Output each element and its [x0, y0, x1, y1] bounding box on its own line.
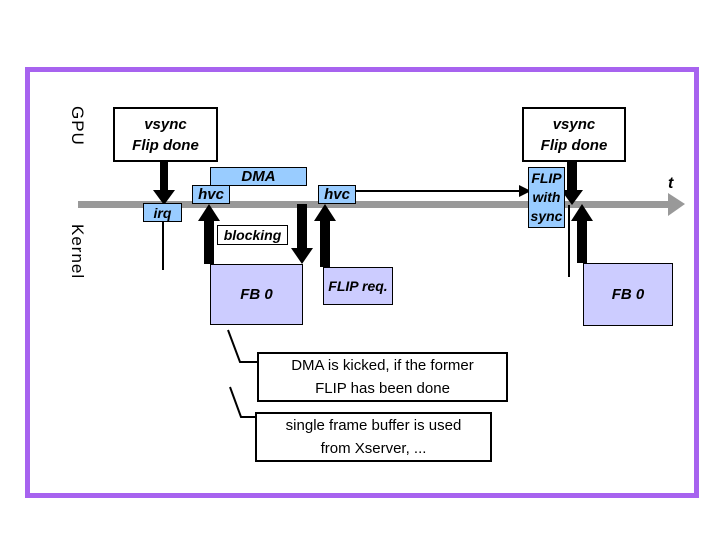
vsync-flip-done-box-left: vsync Flip done [113, 107, 218, 162]
hvc-box-2: hvc [318, 185, 356, 204]
vsync-flip-done-box-right: vsync Flip done [522, 107, 626, 162]
fb0-to-hvc-up-arrow [198, 204, 220, 264]
blocking-box: blocking [217, 225, 288, 245]
hvc-box-1: hvc [192, 185, 230, 204]
vsync-right-down-arrow [561, 162, 583, 205]
dma-box: DMA [210, 167, 307, 186]
callout-connector-2 [229, 386, 257, 418]
timeline-arrowhead-icon [668, 193, 685, 216]
hvc-to-flip-arrowhead-icon [519, 185, 531, 197]
fb0-right-up-arrow [571, 204, 593, 263]
flip-req-box: FLIP req. [323, 267, 393, 305]
vsync-left-down-arrow [153, 161, 175, 205]
callout-single-framebuffer: single frame buffer is used from Xserver… [255, 412, 492, 462]
time-axis-label: t [668, 175, 674, 192]
dma-to-fb0-down-arrow [291, 204, 313, 264]
flip-with-sync-box: FLIP with sync [528, 167, 565, 228]
fb0-box-right: FB 0 [583, 263, 673, 326]
irq-box: irq [143, 203, 182, 222]
fb0-box-left: FB 0 [210, 264, 303, 325]
lane-label-gpu: GPU [68, 106, 87, 146]
callout-connector-1 [227, 329, 257, 363]
lane-label-kernel: Kernel [68, 224, 87, 280]
timeline-bar [78, 201, 668, 208]
flipreq-to-hvc-up-arrow [314, 204, 336, 267]
callout-dma-kicked: DMA is kicked, if the former FLIP has be… [257, 352, 508, 402]
